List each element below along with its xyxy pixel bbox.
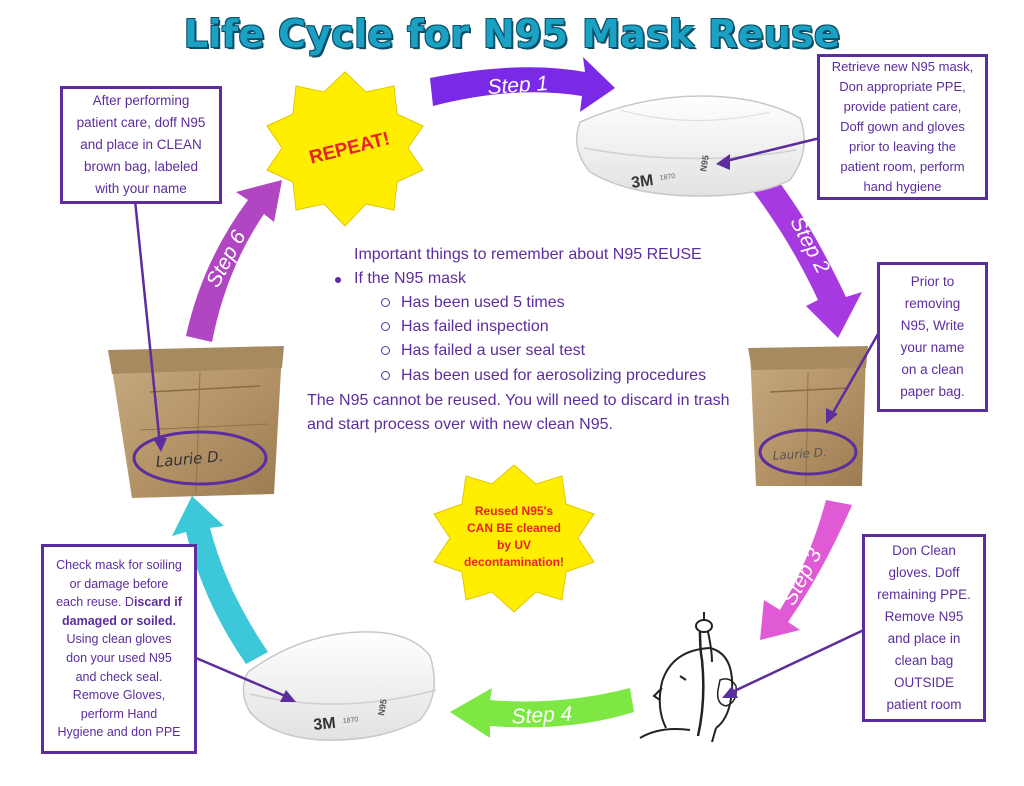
step-2-text-line: paper bag.	[900, 384, 965, 399]
step-6-arrow: Step 6	[186, 180, 282, 342]
mask-bottom-model: 1870	[342, 716, 358, 725]
reminders-sub-item: Has failed inspection	[401, 318, 549, 335]
step-5-text-line: or damage before	[69, 576, 169, 591]
step-2-text-line: on a clean	[901, 362, 964, 377]
step-5-text-line: perform Hand	[80, 706, 158, 721]
step-1-text-line: Retrieve new N95 mask,	[831, 59, 974, 74]
bullet-dot-icon	[335, 277, 341, 283]
step-1-instructions-box: Retrieve new N95 mask, Don appropriate P…	[817, 54, 988, 200]
sub-bullet-circle-icon	[381, 371, 390, 380]
reminders-heading: Important things to remember about N95 R…	[354, 246, 702, 263]
repeat-star: REPEAT!	[266, 71, 424, 227]
step-6-text-line: and place in CLEAN	[80, 137, 202, 152]
step-1-text-line: hand hygiene	[863, 179, 942, 194]
page-title: Life Cycle for N95 Mask Reuse	[183, 12, 841, 56]
step-4-arrow: Step 4	[450, 688, 634, 738]
step-2-text-line: N95, Write	[900, 318, 965, 333]
reminders-sub-item: Has been used 5 times	[401, 294, 565, 311]
step-6-label: Step 6	[202, 226, 251, 291]
step-1-text-line: provide patient care,	[843, 99, 962, 114]
step-3-text-line: gloves. Doff	[888, 565, 960, 580]
step-3-text-line: Remove N95	[884, 609, 964, 624]
step-1-label: Step 1	[487, 72, 549, 99]
step-6-text-line: patient care, doff N95	[76, 115, 206, 130]
step-2-text-line: removing	[904, 296, 961, 311]
sub-bullet-circle-icon	[381, 298, 390, 307]
step-3-instructions-box: Don Clean gloves. Doff remaining PPE. Re…	[862, 534, 986, 722]
step-2-arrow: Step 2	[752, 178, 862, 338]
step-2-text-line: your name	[900, 340, 965, 355]
reminders-sub-item: Has failed a user seal test	[401, 342, 586, 359]
step-2-text-line: Prior to	[910, 274, 955, 289]
paper-bag-left-image: Laurie D.	[108, 346, 284, 498]
step-3-text-line: and place in	[887, 631, 961, 646]
step-5-text-line: each reuse. Discard if	[44, 593, 194, 612]
uv-note-line-1: Reused N95's	[475, 504, 554, 518]
n95-mask-top-image: 3M 1870 N95	[575, 95, 805, 197]
step-5-text-line: and check seal.	[75, 669, 163, 684]
step-3-text-line: Don Clean	[892, 543, 956, 558]
reminders-conclusion: and start process over with new clean N9…	[307, 416, 613, 433]
step-5-text-line: Check mask for soiling	[56, 558, 182, 573]
reminders-bullet: If the N95 mask	[354, 270, 467, 287]
step-3-label: Step 3	[778, 544, 827, 609]
bag-left-name-label: Laurie D.	[155, 447, 224, 471]
step-3-text-line: remaining PPE.	[877, 587, 971, 602]
step-3-text-line: clean bag	[894, 653, 954, 668]
step-5-text-line: Remove Gloves,	[72, 688, 166, 703]
step-5-text-line: don your used N95	[66, 651, 172, 665]
mask-bottom-code: N95	[376, 698, 389, 716]
uv-note-line-4: decontamination!	[464, 555, 564, 569]
mask-bottom-brand: 3M	[313, 715, 337, 734]
step-6-text-line: After performing	[92, 93, 190, 108]
uv-note-star: Reused N95's CAN BE cleaned by UV decont…	[433, 464, 595, 613]
step-5-text-plain: each reuse. D	[56, 595, 134, 610]
n95-mask-bottom-image: 3M 1870 N95	[242, 631, 437, 741]
step-3-text-line: OUTSIDE	[893, 675, 954, 690]
person-removing-mask-image	[639, 612, 738, 743]
step-6-instructions-box: After performing patient care, doff N95 …	[60, 86, 222, 204]
step-1-text-line: Doff gown and gloves	[840, 119, 965, 134]
step-5-instructions-box: Check mask for soiling or damage before …	[41, 544, 197, 754]
step-5-text-line: Hygiene and don PPE	[57, 725, 181, 740]
step-1-text-line: Don appropriate PPE,	[839, 79, 966, 94]
mask-top-code: N95	[698, 154, 711, 172]
step-1-arrow: Step 1	[430, 57, 615, 112]
step-5-text-line: Using clean gloves	[66, 632, 172, 647]
sub-bullet-circle-icon	[381, 322, 390, 331]
mask-top-brand: 3M	[630, 172, 654, 192]
sub-bullet-circle-icon	[381, 346, 390, 355]
step-4-label: Step 4	[511, 702, 573, 728]
paper-bag-right-image: Laurie D.	[748, 346, 868, 487]
reminders-conclusion: The N95 cannot be reused. You will need …	[307, 392, 730, 409]
step-2-instructions-box: Prior to removing N95, Write your name o…	[877, 262, 988, 412]
reminders-sub-item: Has been used for aerosolizing procedure…	[401, 367, 707, 384]
step-5-text-bold-line: damaged or soiled.	[62, 613, 176, 628]
step-3-arrow: Step 3	[760, 500, 852, 640]
uv-note-line-2: CAN BE cleaned	[467, 521, 561, 535]
uv-note-line-3: by UV	[497, 538, 531, 552]
step-5-text-bold: iscard if	[133, 595, 182, 610]
connector-arrows	[133, 136, 880, 702]
mask-top-model: 1870	[659, 173, 676, 182]
step-6-text-line: with your name	[95, 181, 187, 196]
bag-right-name-label: Laurie D.	[772, 445, 827, 463]
step-1-text-line: patient room, perform	[840, 159, 965, 174]
step-6-text-line: brown bag, labeled	[83, 159, 199, 174]
step-1-text-line: prior to leaving the	[849, 139, 956, 154]
step-3-text-line: patient room	[886, 697, 962, 712]
